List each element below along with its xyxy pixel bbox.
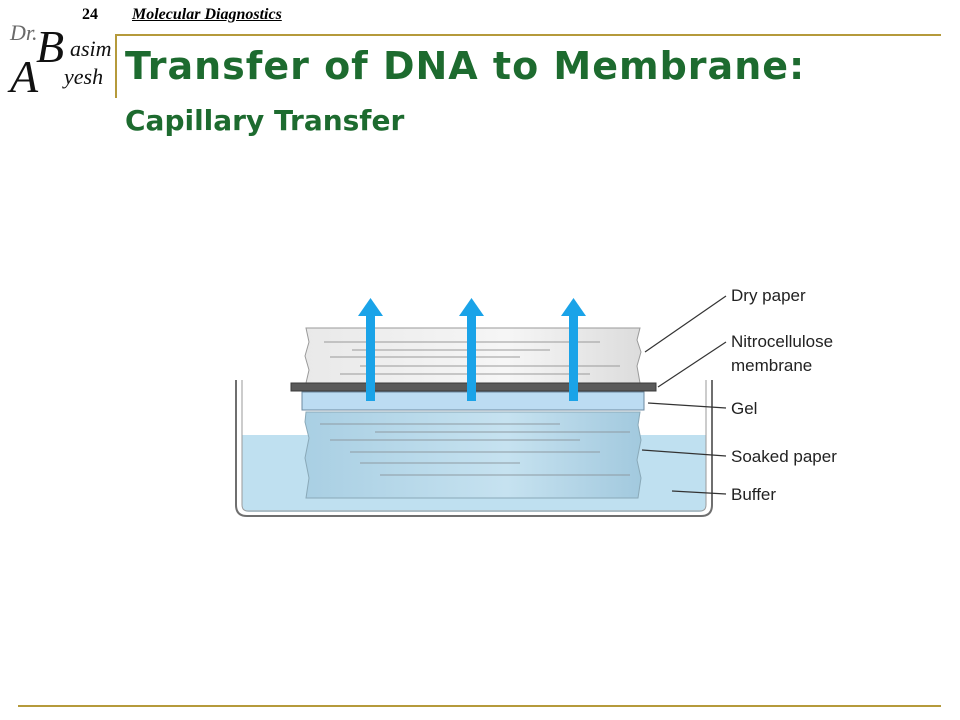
author-logo: Dr. B asim A yesh xyxy=(6,14,116,100)
leader-lines xyxy=(641,295,727,495)
logo-asim: asim xyxy=(70,36,112,61)
label-soaked-paper: Soaked paper xyxy=(731,447,837,466)
header-vertical-rule xyxy=(115,34,117,98)
label-dry-paper: Dry paper xyxy=(731,286,806,305)
up-arrow-icon xyxy=(459,298,484,401)
soaked-paper-stack xyxy=(304,411,642,499)
buffer-tray xyxy=(235,380,713,517)
logo-letter-b: B xyxy=(36,21,65,72)
page-title: Transfer of DNA to Membrane: xyxy=(125,44,806,88)
up-arrow-icon xyxy=(358,298,383,401)
logo-yesh: yesh xyxy=(64,64,104,89)
logo-dr: Dr. xyxy=(10,20,38,45)
header-rule xyxy=(115,34,941,36)
up-arrow-icon xyxy=(561,298,586,401)
label-buffer: Buffer xyxy=(731,485,776,504)
label-nitrocellulose: Nitrocellulose xyxy=(731,332,833,351)
course-title: Molecular Diagnostics xyxy=(132,6,282,23)
footer-rule xyxy=(18,705,941,707)
label-membrane: membrane xyxy=(731,356,812,375)
logo-letter-a: A xyxy=(10,51,39,102)
slide-number: 24 xyxy=(82,6,98,23)
label-gel: Gel xyxy=(731,399,757,418)
page-subtitle: Capillary Transfer xyxy=(125,104,405,137)
transfer-arrows xyxy=(358,298,586,401)
